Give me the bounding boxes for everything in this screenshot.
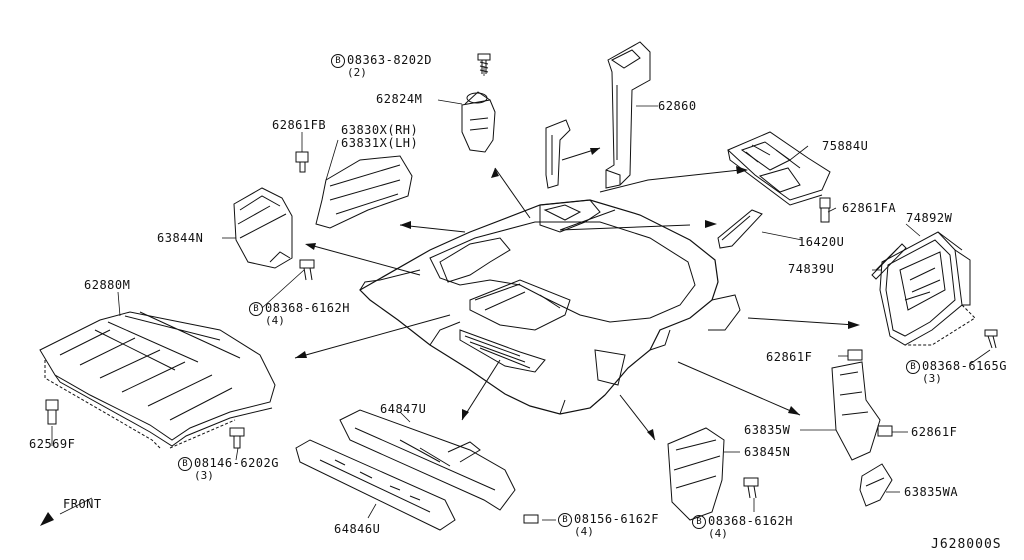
part-label-62569f: 62569F <box>29 437 76 451</box>
strap-drawing <box>545 119 571 189</box>
bolt-08368-6162h-bottom-drawing <box>743 477 759 499</box>
part-label-63835w: 63835W <box>744 423 791 437</box>
part-label-63844n: 63844N <box>157 231 204 245</box>
part-label-62880m: 62880M <box>84 278 131 292</box>
part-label-08363-8202d: 08363-8202D <box>347 53 432 67</box>
b-bolt-icon: B <box>558 513 572 527</box>
bracket-63830x-drawing <box>315 155 413 229</box>
b-bolt-icon: B <box>331 54 345 68</box>
part-label-08156-6162f: 08156-6162F <box>574 512 659 526</box>
part-label-63835wa: 63835WA <box>904 485 959 499</box>
qty-08156: (4) <box>574 525 594 538</box>
qty-08368-6165g: (3) <box>922 372 942 385</box>
qty-08368-6162h-bottom: (4) <box>708 527 728 540</box>
b-bolt-icon: B <box>906 360 920 374</box>
part-label-63830x: 63830X(RH) <box>341 123 419 137</box>
undercover-62880m-drawing <box>39 311 276 449</box>
cover-74892w-drawing <box>879 231 976 346</box>
part-label-62861fa: 62861FA <box>842 201 897 215</box>
b-bolt-icon: B <box>178 457 192 471</box>
leader-arrows <box>294 147 856 441</box>
clip-62824m-drawing <box>461 91 496 153</box>
bolt-08368-6165g-drawing <box>984 329 998 349</box>
part-label-62860: 62860 <box>658 99 697 113</box>
arrowheads <box>295 148 860 440</box>
bolt-08156-drawing <box>523 514 539 524</box>
label-leaders <box>51 66 991 521</box>
part-label-62861f-lower: 62861F <box>911 425 958 439</box>
member-64846u-drawing <box>295 439 456 531</box>
clip-62861f-upper-drawing <box>847 349 863 361</box>
part-label-74892w: 74892W <box>906 211 953 225</box>
diagram-code: J628000S <box>931 537 1002 552</box>
front-label: FRONT <box>63 497 102 511</box>
part-label-62861fb: 62861FB <box>272 118 327 132</box>
part-label-74839u: 74839U <box>788 262 835 276</box>
shield-63844n-drawing <box>233 187 293 269</box>
part-label-75884u: 75884U <box>822 139 869 153</box>
clip-62861f-lower-drawing <box>877 425 893 437</box>
part-label-63845n: 63845N <box>744 445 791 459</box>
qty-08146: (3) <box>194 469 214 482</box>
bolt-08368-6162h-left-drawing <box>299 259 315 281</box>
b-bolt-icon: B <box>249 302 263 316</box>
floor-body <box>359 199 741 415</box>
part-label-08368-6162h-bottom: 08368-6162H <box>708 514 793 528</box>
part-label-62861f-upper: 62861F <box>766 350 813 364</box>
bracket-63835wa-drawing <box>859 463 893 507</box>
b-bolt-icon: B <box>692 515 706 529</box>
clip-62861fa-drawing <box>819 197 831 223</box>
front-arrow-icon <box>40 512 54 526</box>
part-label-64846u: 64846U <box>334 522 381 536</box>
qty-08363: (2) <box>347 66 367 79</box>
clip-62569f-drawing <box>45 399 59 425</box>
member-64847u-drawing <box>339 409 516 511</box>
bracket-63835w-drawing <box>831 361 881 461</box>
clip-62861fb-drawing <box>295 151 309 173</box>
qty-08368-6162h: (4) <box>265 314 285 327</box>
panel-75884u-drawing <box>727 131 831 206</box>
part-label-08368-6165g: 08368-6165G <box>922 359 1007 373</box>
part-label-16420u: 16420U <box>798 235 845 249</box>
part-label-08368-6162h: 08368-6162H <box>265 301 350 315</box>
part-label-63831x: 63831X(LH) <box>341 136 419 150</box>
seal-74839u-drawing <box>871 243 907 280</box>
part-label-08146-6202g: 08146-6202G <box>194 456 279 470</box>
shield-63845n-drawing <box>667 427 725 521</box>
bracket-62860-drawing <box>605 41 651 189</box>
part-label-62824m: 62824M <box>376 92 423 106</box>
part-label-64847u: 64847U <box>380 402 427 416</box>
bracket-16420u-drawing <box>717 209 763 249</box>
bolt-08146-drawing <box>229 427 245 449</box>
